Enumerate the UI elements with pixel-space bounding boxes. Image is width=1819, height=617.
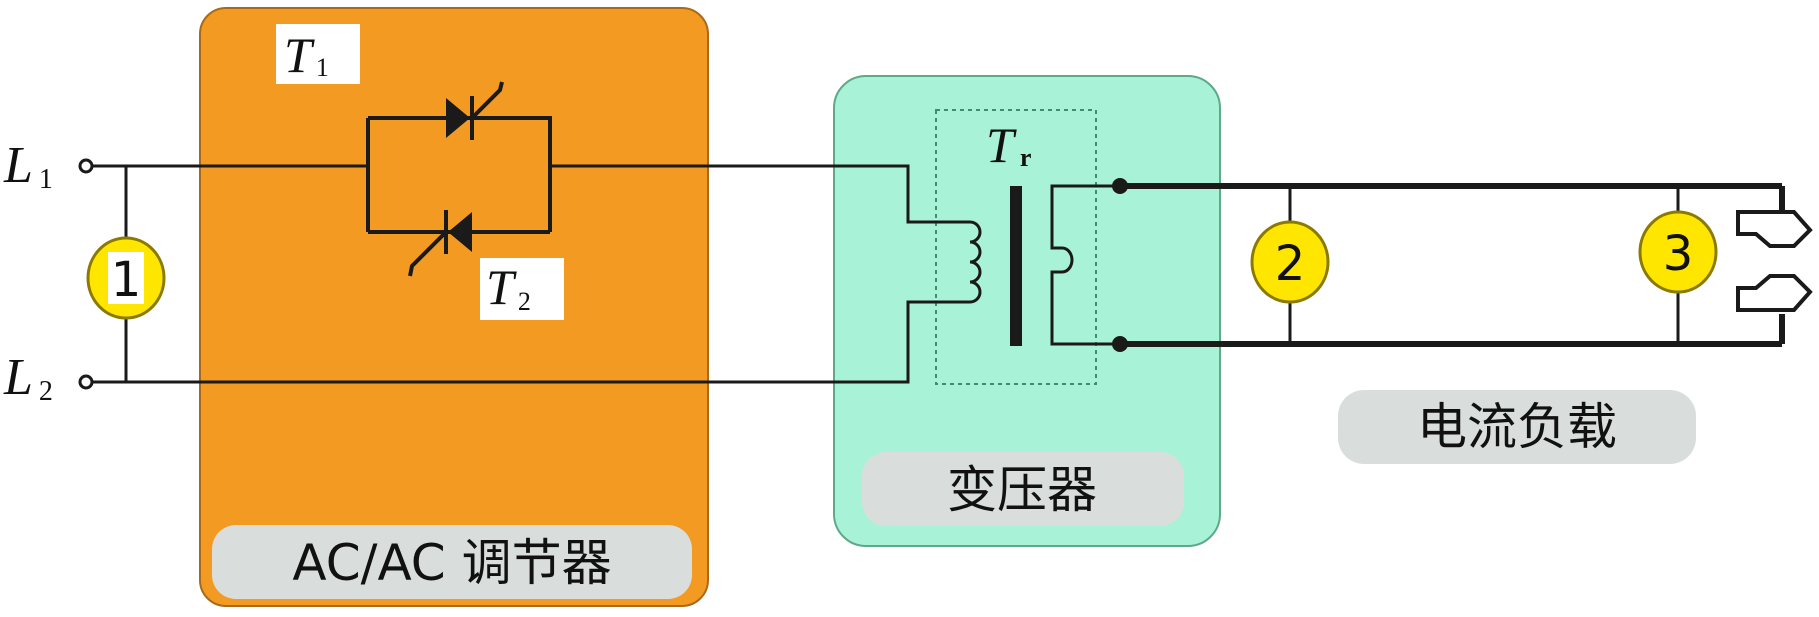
thyristor-t2 [448, 212, 472, 252]
meter-3: 3 [1638, 210, 1718, 294]
t2-label-bg [480, 258, 564, 320]
anti-parallel-thyristors [366, 81, 552, 277]
t1-label-bg [276, 24, 360, 84]
secondary-winding [1050, 184, 1120, 346]
primary-winding [708, 164, 982, 384]
l1-terminal [78, 158, 94, 174]
load-electrodes [1736, 210, 1813, 312]
regulator-box [199, 7, 709, 607]
lower-electrode [1736, 274, 1813, 312]
transformer-box [833, 75, 1221, 547]
wiring [92, 164, 1785, 384]
regulator-label: AC/AC 调节器 [292, 534, 611, 592]
terminal-dot-top [1112, 178, 1128, 194]
transformer-label: 变压器 [947, 461, 1097, 519]
l2-terminal [78, 374, 94, 390]
load-label-bg [1338, 390, 1696, 464]
svg-text:1: 1 [111, 252, 142, 308]
transformer-core-frame [935, 109, 1097, 385]
upper-electrode [1736, 210, 1813, 248]
svg-text:3: 3 [1663, 226, 1694, 282]
load-label: 电流负载 [1417, 398, 1617, 456]
tr-label-bg [982, 116, 1060, 176]
svg-text:2: 2 [1275, 236, 1306, 292]
thyristor-t1 [446, 98, 470, 138]
transformer-label-bg [862, 452, 1184, 526]
terminal-dot-bottom [1112, 336, 1128, 352]
transformer-core [1010, 186, 1022, 346]
meter-1: 1 [86, 236, 166, 320]
meter-2: 2 [1250, 220, 1330, 304]
regulator-label-bg [212, 525, 692, 599]
